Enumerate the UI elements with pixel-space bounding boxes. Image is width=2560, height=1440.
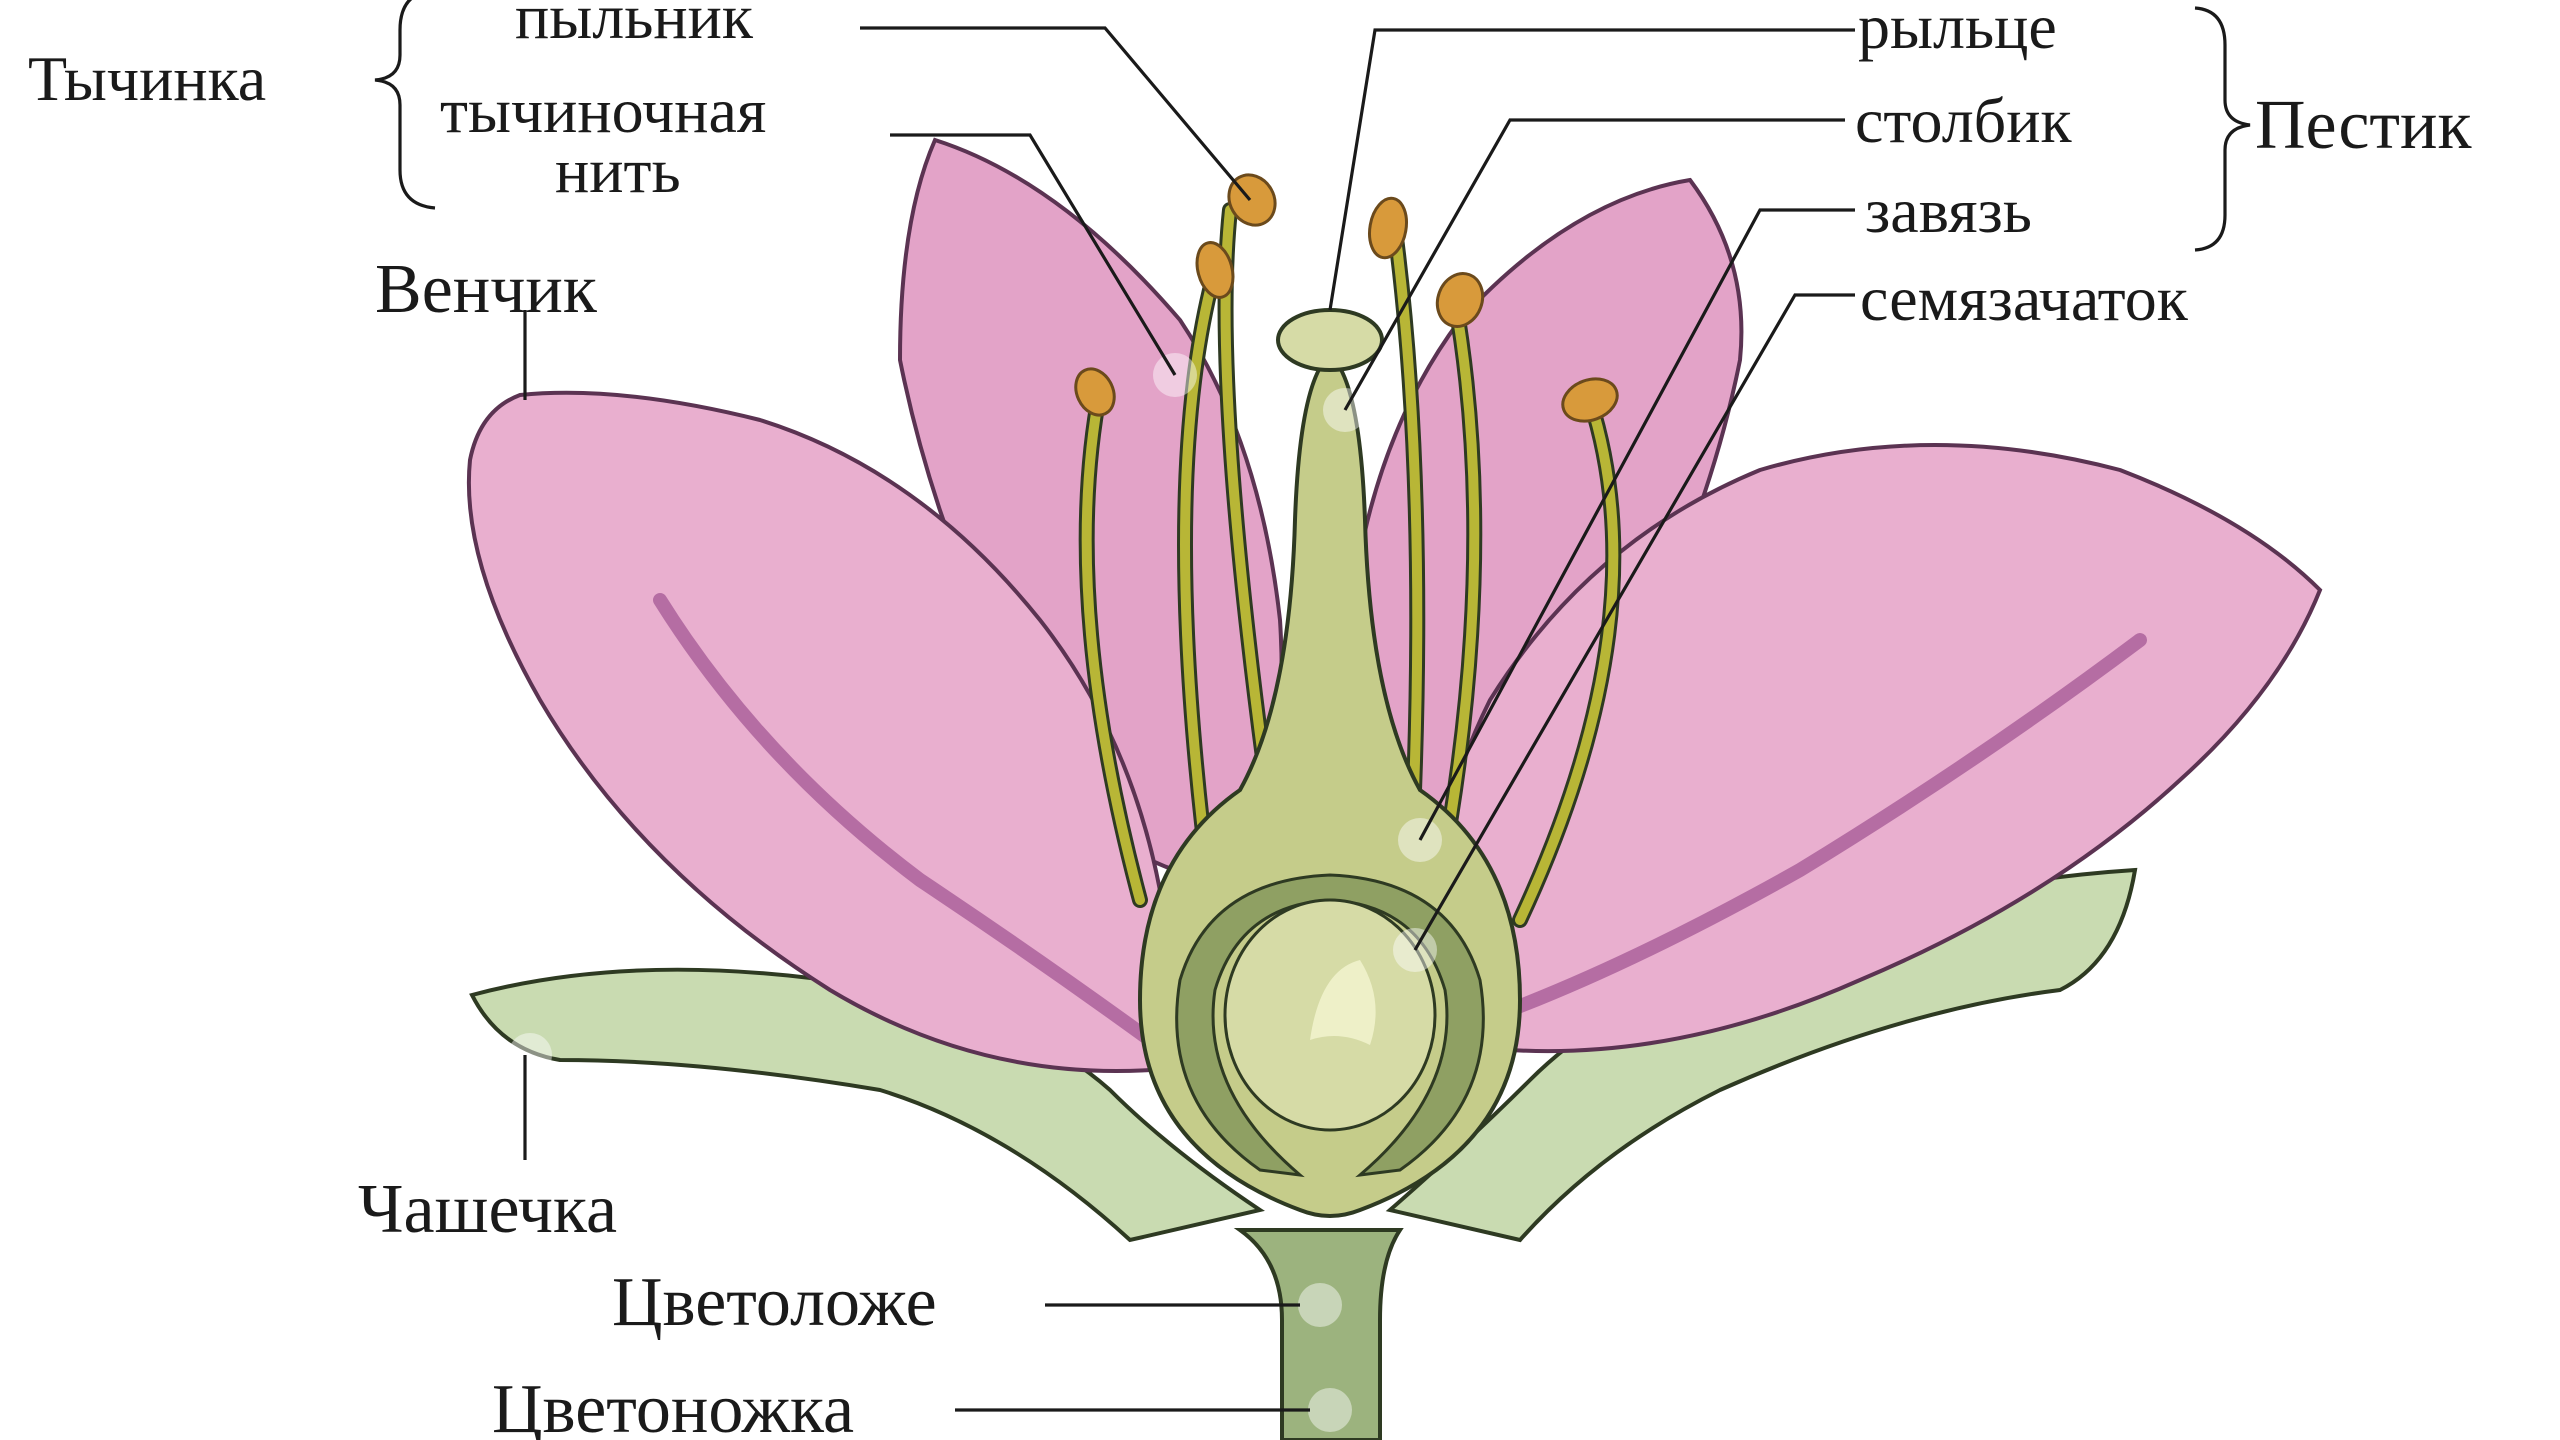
- label-stamen: Тычинка: [28, 43, 266, 114]
- corolla-right-petal: [1433, 443, 2323, 1054]
- stamens: [1074, 173, 1622, 928]
- label-style: столбик: [1855, 85, 2072, 156]
- pistil-shape: [1137, 308, 1523, 1218]
- labels: Тычинка пыльник тычиночная нить Венчик р…: [28, 0, 2472, 1440]
- label-pedicel: Цветоножка: [492, 1371, 854, 1440]
- label-calyx: Чашечка: [358, 1171, 617, 1248]
- stamen-brace: [374, 0, 436, 210]
- label-corolla: Венчик: [375, 251, 598, 328]
- label-filament-2: нить: [555, 135, 681, 206]
- label-stigma: рыльце: [1858, 0, 2057, 62]
- label-ovule: семязачаток: [1860, 263, 2189, 334]
- label-ovary: завязь: [1865, 175, 2032, 246]
- label-pistil: Пестик: [2255, 87, 2472, 164]
- label-receptacle: Цветоложе: [612, 1264, 937, 1341]
- pedicel-shape: [1233, 1228, 1404, 1440]
- pistil-brace: [2194, 6, 2251, 252]
- leader-lines: [523, 26, 1855, 1412]
- label-anther: пыльник: [515, 0, 754, 52]
- label-filament-1: тычиночная: [440, 75, 766, 146]
